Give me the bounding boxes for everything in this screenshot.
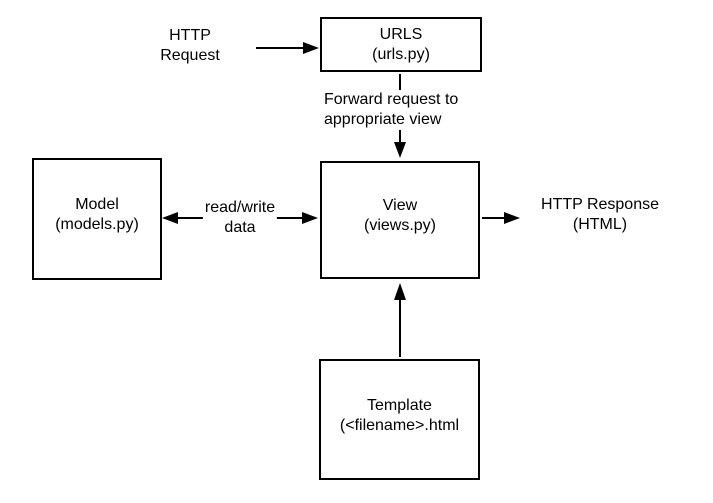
http-response-line2: (HTML)	[572, 216, 628, 233]
urls-node-subtitle: (urls.py)	[372, 45, 430, 63]
read-write-line1: read/write	[204, 199, 276, 216]
http-request-line1: HTTP	[169, 27, 211, 44]
http-request-to-urls-arrow	[256, 42, 319, 54]
urls-node: URLS (urls.py)	[320, 17, 482, 72]
model-node-title: Model	[75, 196, 119, 213]
http-response-label: HTTP Response (HTML)	[541, 195, 659, 235]
forward-request-line1: Forward request to	[324, 91, 459, 108]
view-node-title: View	[382, 197, 418, 214]
forward-request-label: Forward request to appropriate view	[324, 90, 459, 130]
view-node: View (views.py)	[320, 161, 480, 279]
read-write-data-label: read/write data	[202, 198, 278, 238]
urls-node-text: URLS (urls.py)	[372, 25, 430, 65]
template-node-text: Template (<filename>.html	[340, 396, 459, 436]
view-to-response-arrow	[482, 212, 520, 224]
template-node: Template (<filename>.html	[319, 359, 480, 480]
http-response-line1: HTTP Response	[541, 196, 659, 213]
read-write-line2: data	[224, 219, 256, 236]
model-node-subtitle: (models.py)	[55, 216, 139, 233]
model-node-text: Model (models.py)	[55, 195, 139, 235]
urls-node-title: URLS	[379, 25, 423, 43]
view-node-subtitle: (views.py)	[363, 217, 436, 234]
model-node: Model (models.py)	[32, 158, 162, 280]
forward-request-line2: appropriate view	[324, 111, 442, 128]
http-request-line2: Request	[160, 47, 220, 64]
http-request-label: HTTP Request	[160, 26, 220, 66]
template-node-subtitle: (<filename>.html	[339, 416, 460, 434]
template-node-title: Template	[367, 396, 432, 414]
view-node-text: View (views.py)	[364, 196, 436, 236]
template-to-view-arrow	[394, 283, 406, 357]
